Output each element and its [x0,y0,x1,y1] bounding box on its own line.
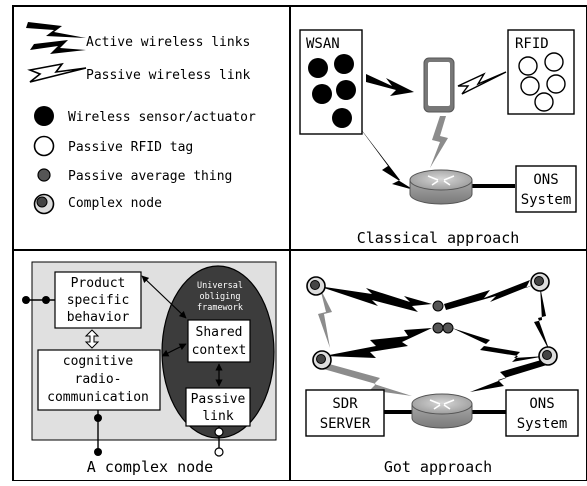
got-ons-line2: System [517,416,568,432]
got-approach-panel: SDR SERVER ONS System Got approach [305,272,579,476]
legend-average-thing-label: Passive average thing [68,169,232,184]
passive-link-box [185,387,251,427]
sensor-node [308,58,328,78]
sdr-line2: SERVER [320,416,371,432]
wsan-label: WSAN [306,36,340,52]
passive-line1: Passive [191,392,246,407]
sensor-node [332,108,352,128]
product-line3: behavior [67,310,130,325]
classical-approach-panel: WSAN RFID ONS System C [299,29,577,247]
got-active-link-right-vertical [534,286,550,352]
product-connector-dot [42,296,50,304]
complex-node-top-left [306,276,326,296]
framework-line3: framework [197,303,243,313]
legend-passive-link-label: Passive wireless link [86,68,251,83]
rfid-tag [518,56,538,76]
got-active-link-middle-left [324,328,432,358]
got-active-link-top-right [444,280,540,310]
cognitive-radio-box [37,349,161,411]
cognitive-line3: communication [47,390,149,405]
rfid-tag [544,52,564,72]
got-active-link-middle-right [452,328,546,362]
ons-system-box [515,165,577,213]
small-dot-icon [37,168,51,182]
product-line2: specific [67,293,130,308]
got-active-link-top-left [318,286,432,312]
filled-circle-icon [34,106,54,126]
sdr-server-box [305,389,385,437]
rfid-tag [534,92,554,112]
product-behavior-box [54,271,142,329]
passive-link-bolt-icon [27,62,87,83]
internal-arrows [141,275,223,387]
product-connector-dot [22,296,30,304]
complex-node-caption: A complex node [87,458,213,476]
got-passive-link-left-vertical [318,288,332,348]
legend-complex-node-label: Complex node [68,196,162,211]
rfid-tag [520,76,540,96]
cognitive-line1: cognitive [63,354,134,369]
complex-node-middle-right [538,346,558,366]
passive-line2: link [202,409,233,424]
cognitive-shared-arrow [161,343,187,357]
phone-router-passive-link [430,116,448,168]
shared-line2: context [192,343,247,358]
product-cognitive-double-arrow [84,329,100,349]
hollow-circle-icon [33,135,55,157]
wsan-phone-active-link [366,74,414,96]
got-passive-link-to-router [320,362,412,396]
router-icon-got [411,393,473,429]
sensor-node [312,84,332,104]
ons-line1: ONS [533,172,558,188]
got-ons-line1: ONS [529,396,554,412]
phone-rfid-passive-link [457,71,507,95]
sdr-line1: SDR [332,396,358,412]
ons-line2: System [521,192,572,208]
average-thing-dot [432,300,444,312]
cognitive-connector-dot [94,414,102,422]
passive-connector-dot [214,447,224,457]
classical-caption: Classical approach [357,229,520,247]
framework-line2: obliging [200,292,241,302]
passive-connector-dot [214,427,224,437]
complex-node-top-right [530,272,550,292]
cognitive-connector-dot [94,448,102,456]
smartphone-icon [423,57,455,113]
got-caption: Got approach [384,458,492,476]
sensor-node [336,80,356,100]
complex-node-icon [33,193,55,215]
complex-node-panel: Universal obliging framework Product spe… [22,261,277,476]
shared-line1: Shared [196,325,243,340]
rfid-tag [546,74,566,94]
sensor-node [334,54,354,74]
average-thing-dot [432,322,444,334]
rfid-label: RFID [515,36,549,52]
complex-node-middle-left [312,350,332,370]
product-line1: Product [71,276,126,291]
cognitive-line2: radio- [75,372,122,387]
legend: Active wireless links Passive wireless l… [26,22,256,215]
framework-line1: Universal [197,281,243,291]
average-thing-dot [442,322,454,334]
shared-context-box [187,319,251,363]
product-shared-arrow [141,275,187,319]
got-active-link-to-router [470,358,550,392]
got-ons-system-box [505,389,579,437]
legend-sensor-label: Wireless sensor/actuator [68,110,256,125]
legend-rfid-label: Passive RFID tag [68,140,193,155]
legend-active-links-label: Active wireless links [86,35,250,50]
router-icon [409,169,473,205]
active-link-bolt-icon [26,22,86,54]
